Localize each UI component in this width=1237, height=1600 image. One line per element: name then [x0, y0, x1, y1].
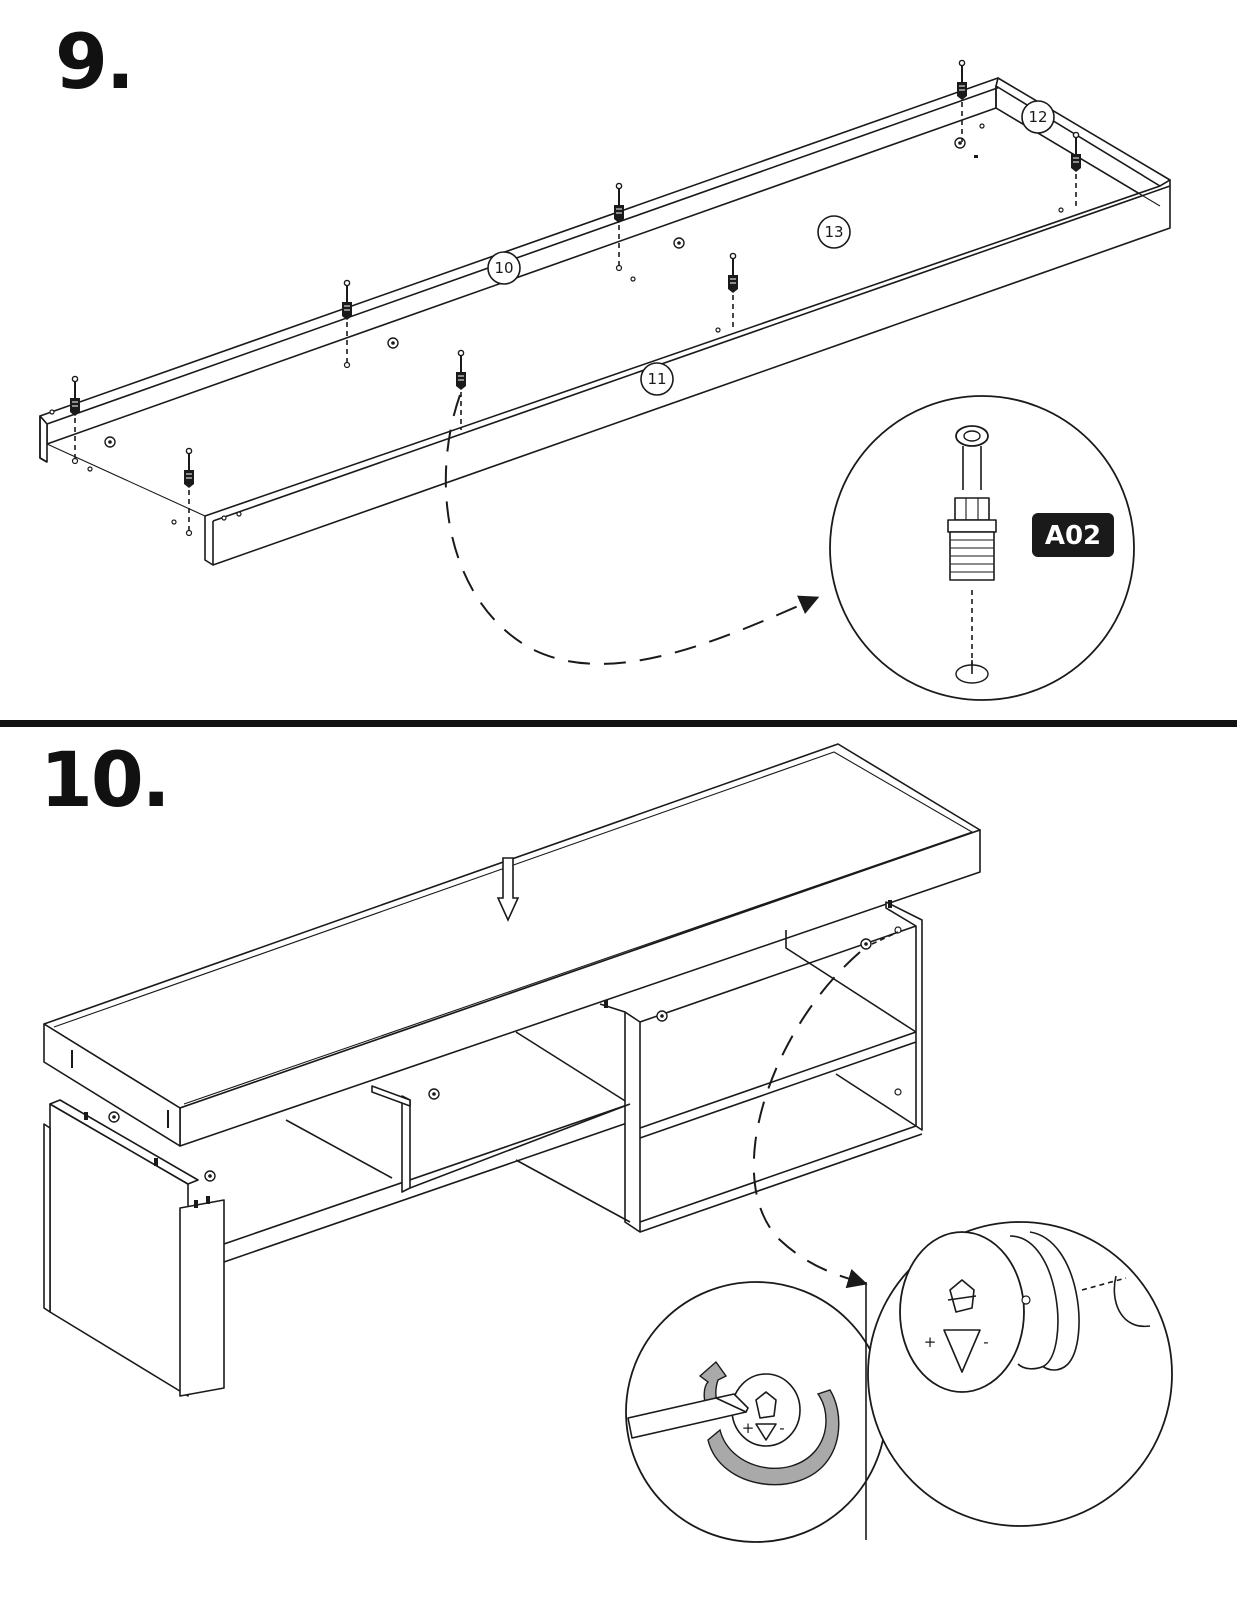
cam-closeup-detail: + -	[868, 1222, 1172, 1526]
svg-text:-: -	[983, 1333, 988, 1351]
part-label-10: 10	[488, 252, 520, 284]
hardware-code-badge: A02	[1032, 513, 1114, 557]
svg-text:+: +	[924, 1333, 937, 1351]
svg-text:-: -	[779, 1419, 784, 1437]
step-9-frame: 10 11 12 13	[40, 60, 1170, 700]
part-label-12: 12	[1022, 101, 1054, 133]
svg-text:13: 13	[824, 223, 843, 241]
svg-text:A02: A02	[1045, 521, 1101, 551]
svg-text:10: 10	[494, 259, 513, 277]
hardware-detail: A02	[830, 396, 1134, 700]
part-label-13: 13	[818, 216, 850, 248]
cam-turn-detail: + -	[626, 1282, 886, 1542]
step-10-assembly: + - + -	[44, 744, 1172, 1542]
svg-text:12: 12	[1028, 108, 1047, 126]
svg-text:+: +	[742, 1419, 755, 1437]
svg-text:11: 11	[647, 370, 666, 388]
part-label-11: 11	[641, 363, 673, 395]
